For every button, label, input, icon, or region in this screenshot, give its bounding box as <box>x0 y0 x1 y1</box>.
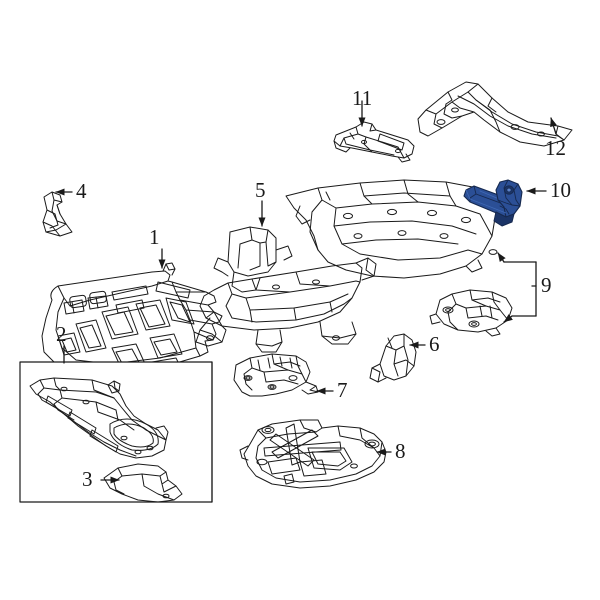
callout-label-4[interactable]: 4 <box>76 179 87 203</box>
part-small-side-deflector <box>369 333 417 383</box>
callout-label-6[interactable]: 6 <box>429 332 440 356</box>
part-small-corner-bracket <box>42 191 73 237</box>
part-center-large-panel <box>285 179 498 279</box>
callout-label-9[interactable]: 9 <box>541 273 552 297</box>
part-narrow-cross-member-shield <box>333 121 415 163</box>
callout-label-5[interactable]: 5 <box>255 178 266 202</box>
part-heat-shield-panel <box>233 353 319 397</box>
callout-label-3[interactable]: 3 <box>82 467 93 491</box>
part-rear-floor-crossmember <box>417 81 573 147</box>
part-highlighted-support-bracket <box>463 179 523 227</box>
callout-label-11[interactable]: 11 <box>352 86 373 110</box>
callout-label-12[interactable]: 12 <box>545 136 566 160</box>
part-engine-splash-shield-front <box>41 262 223 373</box>
callout-label-8[interactable]: 8 <box>395 439 406 463</box>
callout-leaders <box>55 100 557 484</box>
part-rear-underbody-cover <box>239 419 387 489</box>
callout-label-7[interactable]: 7 <box>337 378 348 402</box>
callout-label-2[interactable]: 2 <box>56 322 67 346</box>
callout-label-1[interactable]: 1 <box>149 225 160 249</box>
part-center-tunnel-brace <box>195 226 377 353</box>
callout-label-10[interactable]: 10 <box>550 178 571 202</box>
part-lower-step-bracket <box>429 289 513 337</box>
part-inset-box-assembly <box>19 361 213 503</box>
